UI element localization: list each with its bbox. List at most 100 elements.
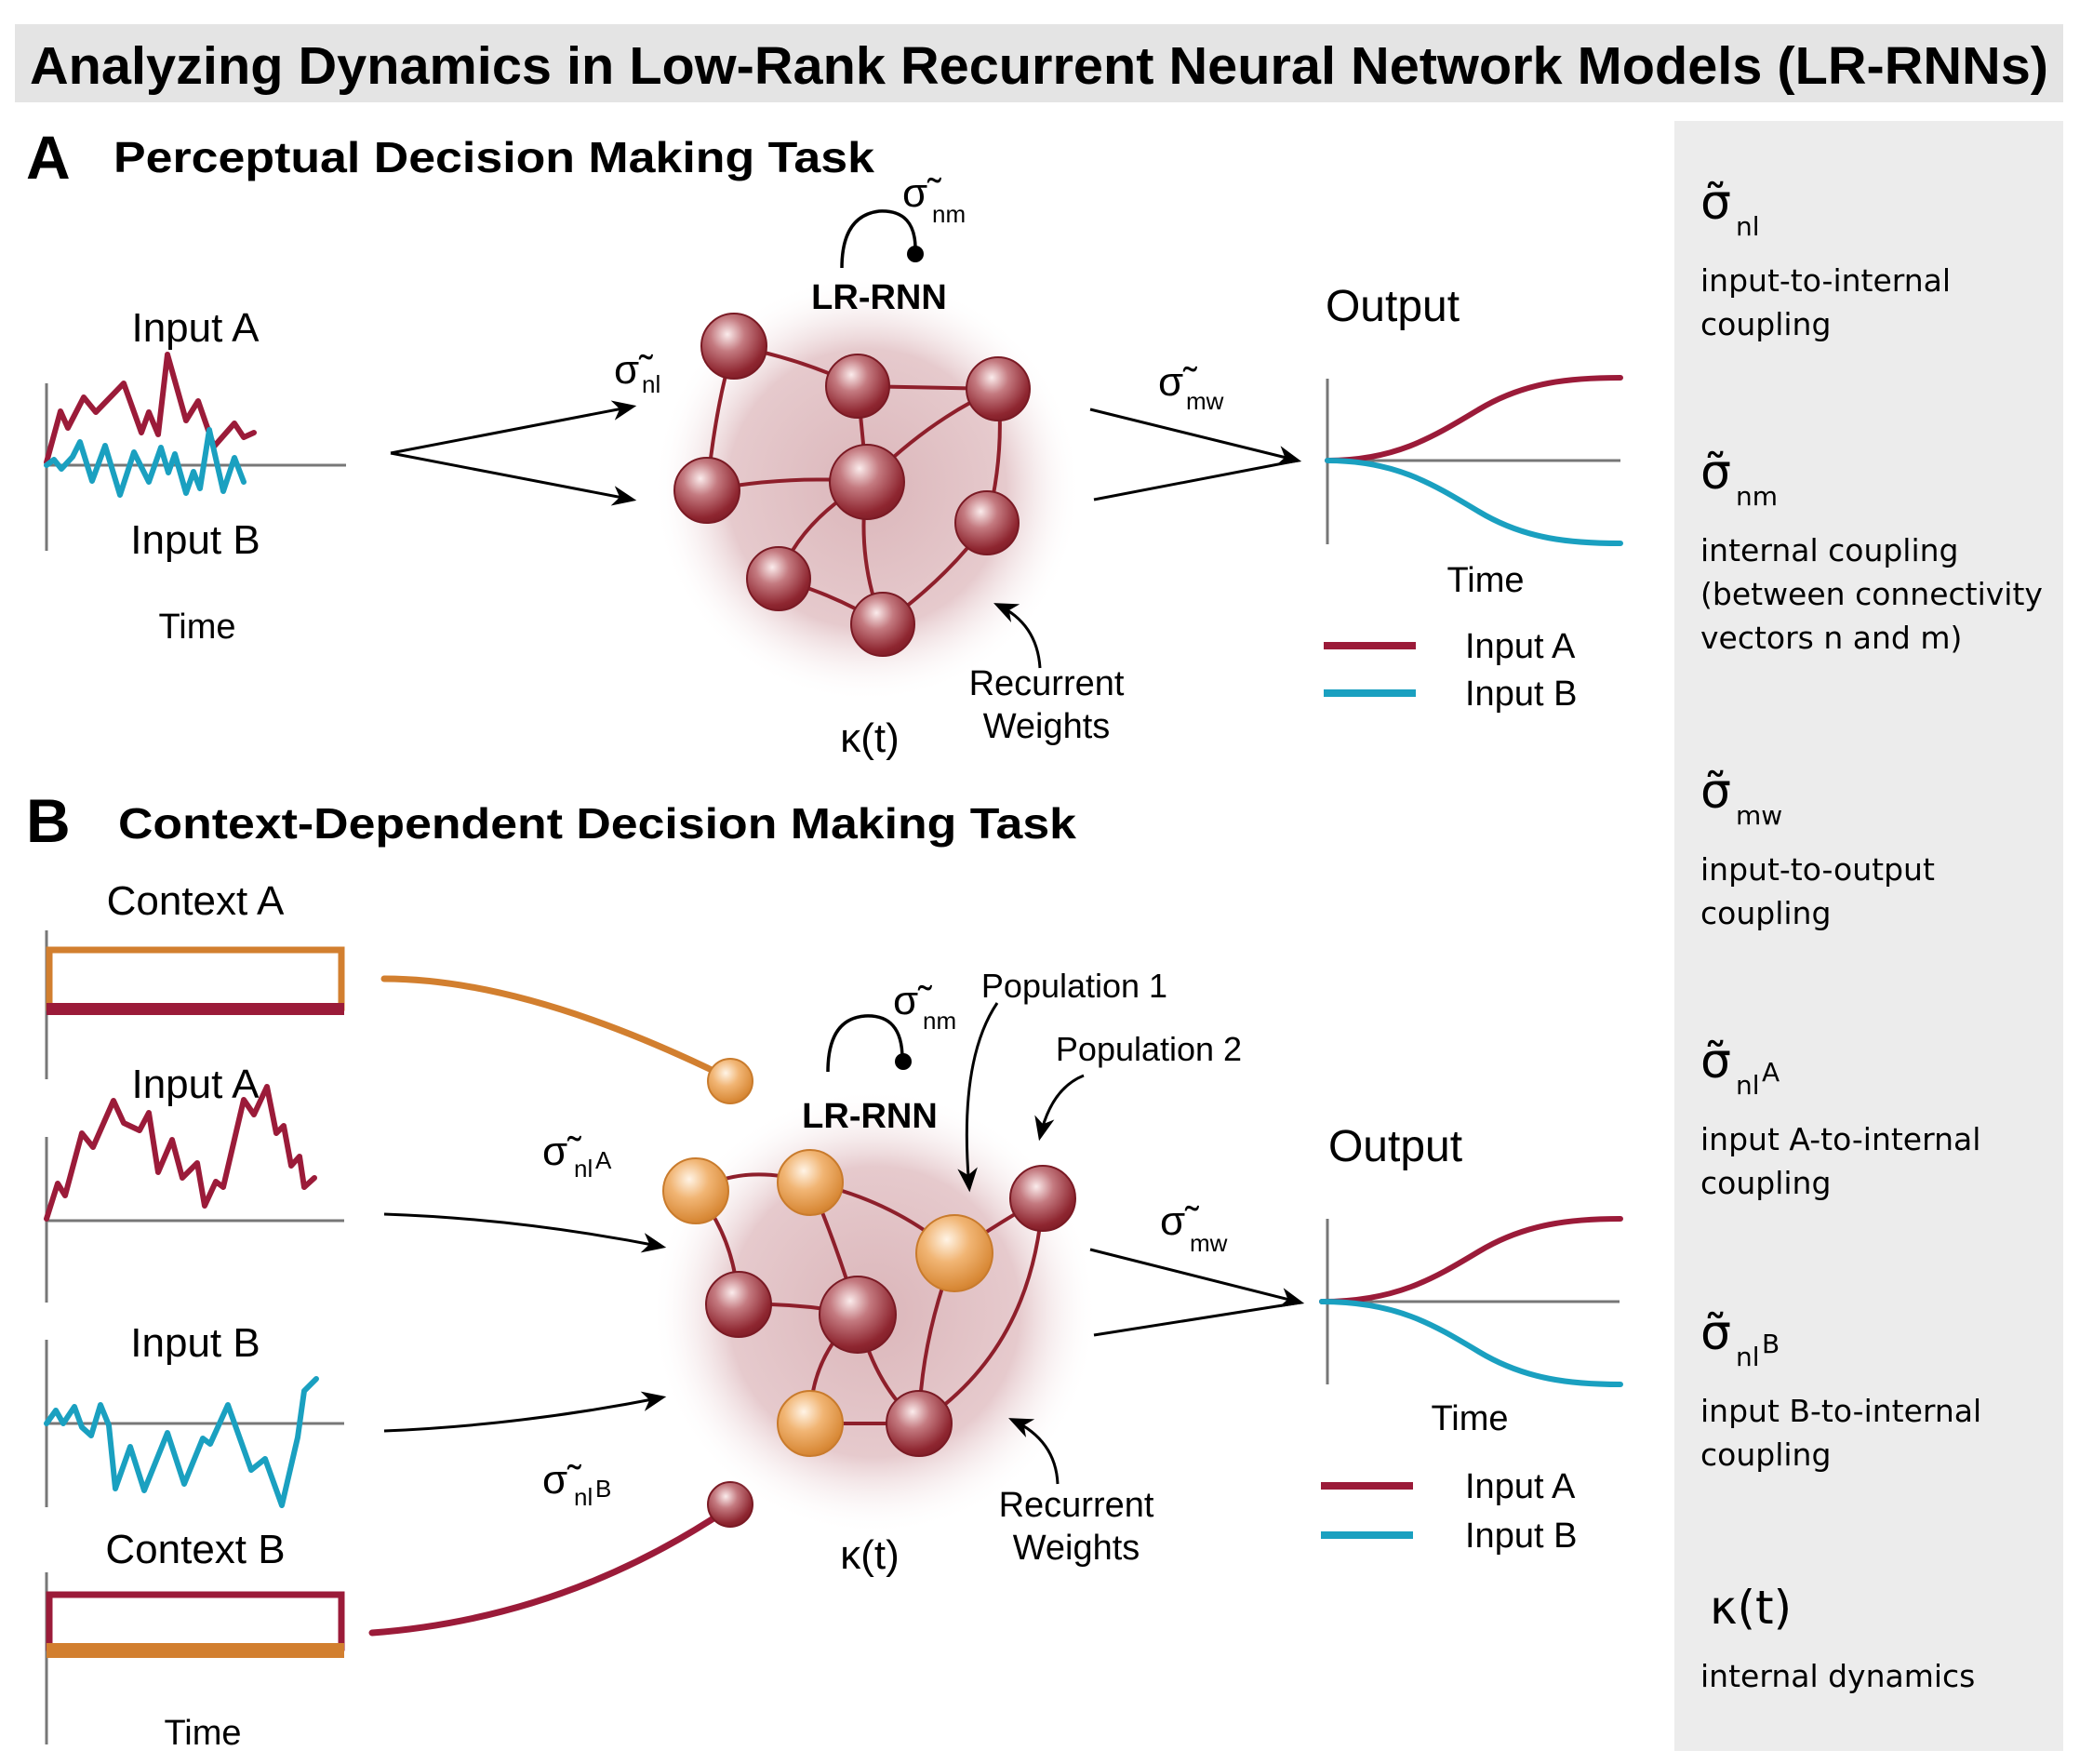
glossary-description-line: vectors n and m) <box>1700 620 1962 656</box>
output-label-b: Output <box>1328 1122 1462 1171</box>
legend-label-input-a: Input A <box>1465 627 1576 666</box>
input-b-label: Input B <box>130 517 260 563</box>
sigma-nl-b-label: σ̃ nl B <box>542 1457 611 1511</box>
glossary-description-line: coupling <box>1700 1165 1831 1201</box>
dynamics-label: κ(t) <box>840 715 900 761</box>
glossary-subscript: mw <box>1736 800 1782 831</box>
context-a-plot: Context A <box>45 878 345 1079</box>
glossary-subscript: nl <box>1736 1070 1760 1101</box>
network-node <box>954 490 1020 555</box>
network-label: LR-RNN <box>811 278 947 317</box>
network-label-b: LR-RNN <box>802 1097 938 1136</box>
context-a-red-signal <box>47 1003 344 1015</box>
network-node <box>829 444 905 520</box>
network-node <box>746 546 811 611</box>
population-2-node <box>886 1390 953 1457</box>
panel-a-letter: A <box>26 123 71 192</box>
time-label-b: Time <box>164 1714 241 1753</box>
glossary-description-line: coupling <box>1700 895 1831 931</box>
glossary-item: κ(t)internal dynamics <box>1700 1581 1975 1694</box>
recurrent-label-line-2-b: Weights <box>1013 1529 1140 1568</box>
glossary-symbol: σ̃ <box>1700 1305 1731 1361</box>
input-a-label-b: Input A <box>131 1062 260 1107</box>
svg-text:A: A <box>595 1146 612 1174</box>
glossary-subscript: nl <box>1736 1342 1760 1372</box>
input-a-plot-b: Input A <box>44 1062 344 1303</box>
panel-b-heading: Context-Dependent Decision Making Task <box>118 799 1076 848</box>
output-arrow-lower-b <box>1093 1301 1301 1337</box>
input-b-trace-b <box>44 1376 319 1508</box>
svg-text:nm: nm <box>932 200 966 228</box>
population-2-pointer <box>1034 1074 1085 1142</box>
panel-b-letter: B <box>26 786 71 855</box>
network-node <box>700 313 767 380</box>
recurrent-label-line-1-b: Recurrent <box>999 1486 1154 1525</box>
glossary-panel <box>1674 121 2063 1751</box>
lr-rnn-network-a <box>653 274 1081 702</box>
output-plot-a: Output Time Input A Input B <box>1324 282 1623 714</box>
glossary-subscript: nm <box>1736 481 1778 512</box>
svg-text:B: B <box>595 1475 611 1503</box>
context-a-input-node <box>707 1058 753 1104</box>
legend-b: Input A Input B <box>1321 1467 1577 1556</box>
output-arrow-upper-b <box>1089 1248 1305 1308</box>
panel-a: A Perceptual Decision Making Task Input … <box>26 123 1623 761</box>
population-1-label: Population 1 <box>981 967 1167 1005</box>
svg-text:nl: nl <box>574 1155 593 1183</box>
legend-label-input-b-b: Input B <box>1465 1517 1577 1556</box>
output-arrow-lower <box>1093 459 1299 501</box>
internal-coupling-loop <box>840 209 917 269</box>
recurrent-weights-pointer <box>993 603 1042 669</box>
output-trace-input-a-b <box>1319 1216 1623 1304</box>
title-bar <box>15 24 2063 102</box>
input-a-arrow <box>383 1212 667 1253</box>
output-time-label: Time <box>1446 561 1524 600</box>
glossary-symbol: σ̃ <box>1700 445 1731 501</box>
glossary-symbol: σ̃ <box>1700 1034 1731 1089</box>
glossary-superscript: B <box>1762 1329 1780 1359</box>
input-b-trace <box>44 427 247 498</box>
svg-text:nm: nm <box>923 1007 956 1035</box>
population-1-node <box>777 1149 844 1216</box>
glossary-description-line: input-to-output <box>1700 851 1935 888</box>
recurrent-weights-pointer-b <box>1008 1418 1060 1485</box>
lr-rnn-network-b <box>651 1089 1098 1535</box>
legend-label-input-b: Input B <box>1465 675 1577 714</box>
recurrent-label-line-2: Weights <box>983 707 1111 746</box>
population-1-node <box>662 1157 729 1224</box>
glossary-description-line: input-to-internal <box>1700 262 1951 299</box>
output-plot-b: Output Time Input A Input B <box>1319 1122 1623 1556</box>
context-b-red-signal <box>46 1591 345 1651</box>
glossary-description-line: input A-to-internal <box>1700 1121 1980 1157</box>
input-a-trace <box>44 352 257 465</box>
population-1-pointer <box>957 1002 999 1193</box>
sigma-mw-label-b: σ̃ mw <box>1160 1198 1228 1257</box>
svg-text:nl: nl <box>574 1483 593 1511</box>
output-arrow-upper <box>1089 408 1302 466</box>
network-node <box>850 592 915 657</box>
input-a-trace-b <box>44 1084 317 1222</box>
input-b-label-b: Input B <box>130 1320 260 1366</box>
population-2-node <box>819 1276 897 1354</box>
input-arrow-upper <box>390 400 637 455</box>
input-b-plot-b: Input B <box>44 1320 344 1508</box>
output-trace-input-b <box>1325 458 1623 546</box>
population-1-node <box>777 1390 844 1457</box>
internal-coupling-loop-b <box>826 1014 904 1073</box>
legend-label-input-a-b: Input A <box>1465 1467 1576 1506</box>
input-plot-a: Input A Input B Time <box>44 305 346 647</box>
svg-text:nl: nl <box>642 370 660 398</box>
population-2-node <box>1009 1165 1076 1232</box>
glossary-list: σ̃nlinput-to-internalcouplingσ̃nminterna… <box>1700 175 2043 1694</box>
population-1-node <box>915 1214 993 1292</box>
recurrent-label-line-1: Recurrent <box>969 664 1125 703</box>
input-arrow-lower <box>390 451 637 506</box>
context-a-orange-signal <box>46 946 345 1011</box>
network-node <box>673 457 740 524</box>
input-a-label: Input A <box>131 305 260 351</box>
glossary-description-line: internal dynamics <box>1700 1658 1975 1694</box>
sigma-nm-label: σ̃ nm <box>902 170 966 228</box>
